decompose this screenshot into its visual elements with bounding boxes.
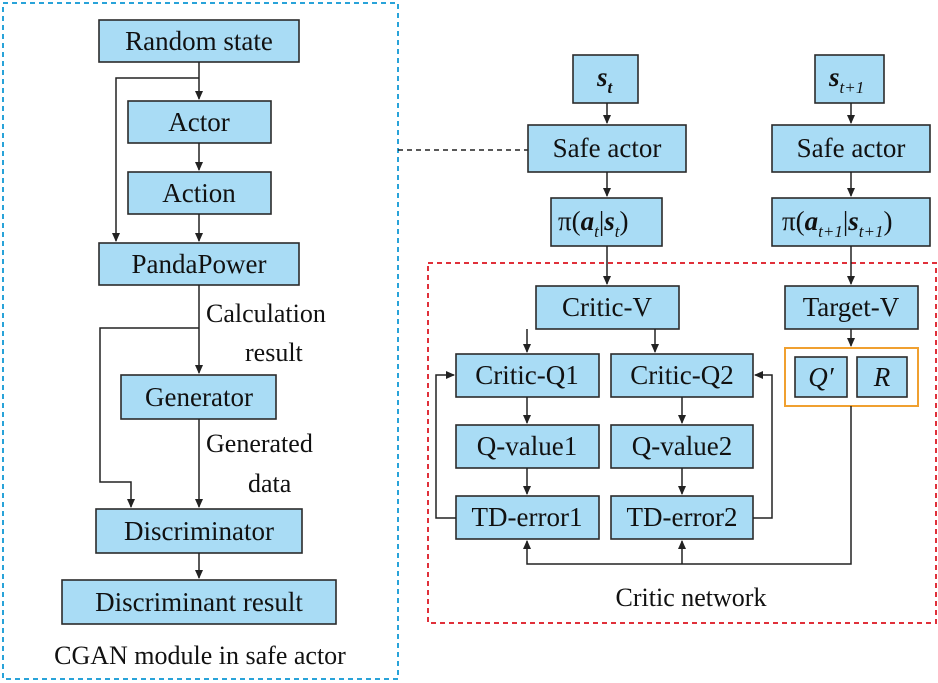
policy-left-a: a [581,206,595,236]
generator-label: Generator [145,382,253,412]
svg-text:π(at+1|st+1): π(at+1|st+1) [782,206,892,241]
edge-pandapower-to-discriminator [99,327,199,508]
generated-data-label-line1: Generated [206,429,313,458]
policy-left-bar: | [599,206,604,236]
state-st-sub: t [608,78,614,97]
pandapower-label: PandaPower [132,249,267,279]
policy-left-node: π(at|st) [550,197,663,247]
generated-data-label-line2: data [248,469,292,498]
state-st1-node: st+1 [814,54,885,104]
safe-actor-left-label: Safe actor [553,133,662,163]
policy-left-pi: π( [558,206,581,236]
policy-right-node: π(at+1|st+1) [771,197,931,247]
actor-node: Actor [127,100,272,144]
target-v-node: Target-V [784,285,919,330]
critic-q2-label: Critic-Q2 [630,360,733,390]
q-value1-node: Q-value1 [455,424,600,469]
policy-right-bar: | [843,206,848,236]
target-v-label: Target-V [803,292,900,322]
discriminant-result-label: Discriminant result [95,587,303,617]
discriminant-result-node: Discriminant result [61,579,337,625]
policy-left-close: ) [620,206,629,236]
critic-v-node: Critic-V [535,285,680,330]
q-prime-node: Q′ [794,356,848,398]
q-value2-node: Q-value2 [610,424,754,469]
policy-right-close: ) [883,206,892,236]
r-label: R [873,362,891,392]
action-node: Action [127,171,272,215]
policy-right-pi: π( [782,206,805,236]
edge-random-to-pandapower-bypass [112,77,199,242]
critic-q2-node: Critic-Q2 [610,353,754,398]
edge-qr-to-tderrors [523,406,852,565]
critic-q1-label: Critic-Q1 [475,360,578,390]
state-st-base: s [596,62,608,92]
policy-right-a: a [805,206,819,236]
policy-left-s-sub: t [615,222,621,241]
svg-text:st+1: st+1 [828,62,864,97]
critic-network-border [427,262,937,624]
edge-tderror2-feedback-q2 [753,371,773,519]
pandapower-node: PandaPower [98,242,300,286]
calculation-label-line2: result [245,338,304,367]
random-state-label: Random state [125,26,273,56]
svg-text:π(at|st): π(at|st) [558,206,629,241]
td-error1-node: TD-error1 [455,495,600,540]
calculation-label-line1: Calculation [206,299,326,328]
q-value2-label: Q-value2 [632,431,732,461]
safe-actor-right-label: Safe actor [797,133,906,163]
policy-right-s: s [847,206,859,236]
state-st1-base: s [828,62,840,92]
actor-label: Actor [168,107,229,137]
td-error1-label: TD-error1 [472,502,583,532]
safe-actor-left-node: Safe actor [527,124,687,173]
svg-text:st: st [596,62,614,97]
discriminator-label: Discriminator [124,516,274,546]
random-state-node: Random state [98,19,300,63]
q-value1-label: Q-value1 [477,431,577,461]
action-label: Action [162,178,236,208]
critic-network-caption: Critic network [616,583,767,612]
r-node: R [856,356,908,398]
q-prime-label: Q′ [808,362,834,392]
policy-right-a-sub: t+1 [818,222,843,241]
td-error2-node: TD-error2 [610,495,754,540]
discriminator-node: Discriminator [95,508,303,554]
generator-node: Generator [120,374,277,420]
policy-left-a-sub: t [594,222,600,241]
critic-q1-node: Critic-Q1 [455,353,600,398]
state-st-node: st [572,54,639,104]
state-st1-sub: t+1 [840,78,865,97]
cgan-module-caption: CGAN module in safe actor [54,641,346,670]
policy-right-s-sub: t+1 [859,222,884,241]
edge-tderror1-feedback-q1 [435,371,456,519]
td-error2-label: TD-error2 [627,502,738,532]
cgan-module-border [2,2,399,680]
policy-left-s: s [603,206,615,236]
safe-actor-right-node: Safe actor [771,124,931,173]
critic-v-label: Critic-V [562,292,652,322]
